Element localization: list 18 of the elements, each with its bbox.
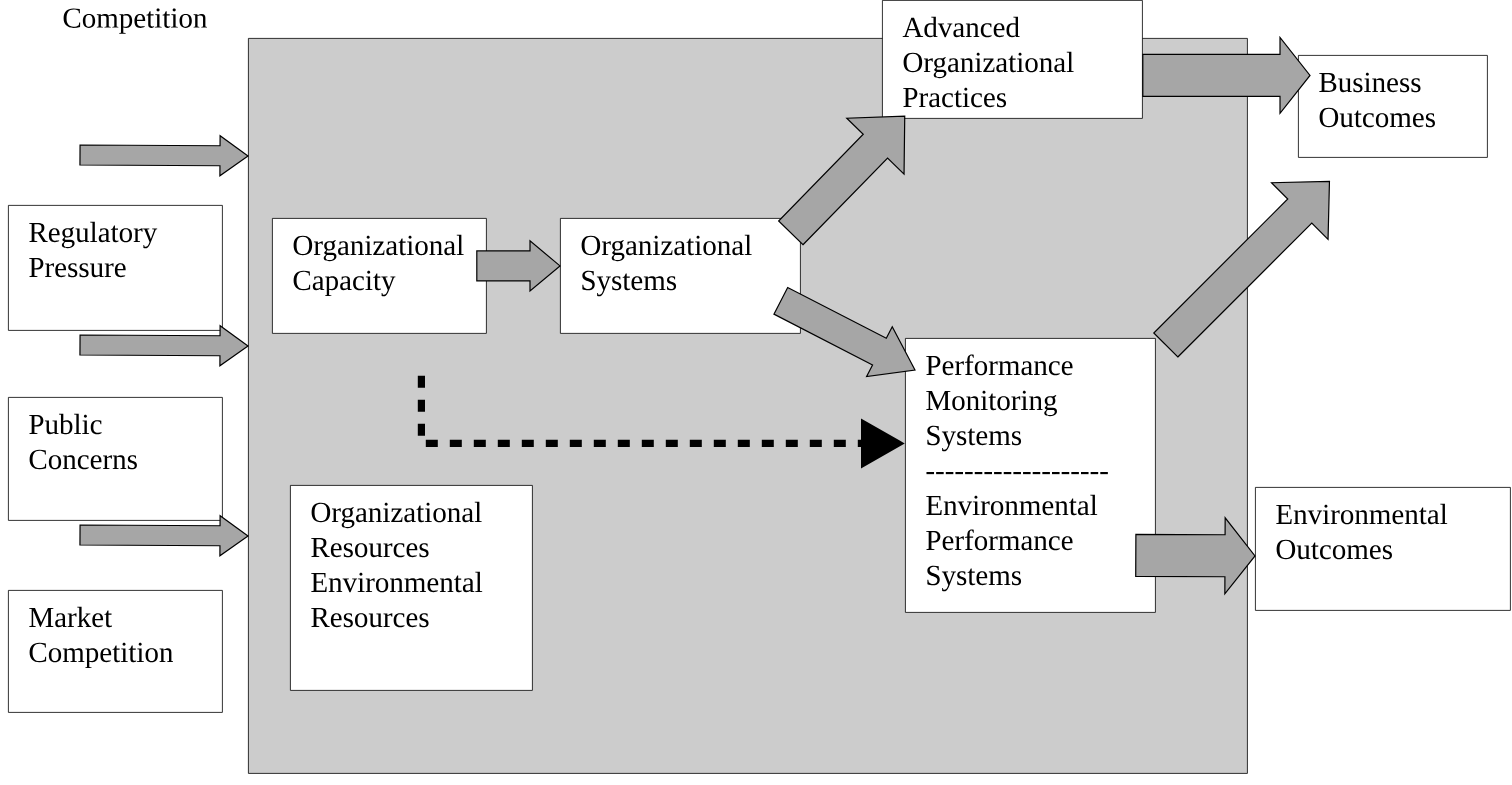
text-box: Organizational Systems bbox=[560, 218, 801, 334]
block-arrow bbox=[773, 286, 916, 378]
text-box: Market Competition bbox=[8, 590, 223, 713]
text-box: Performance Monitoring Systems ------------------- Environmental Performance Systems bbox=[905, 338, 1156, 613]
text-box: Organizational Capacity bbox=[272, 218, 487, 334]
block-arrow bbox=[1142, 35, 1311, 116]
label-text: Competition bbox=[63, 8, 207, 34]
block-arrow bbox=[1135, 516, 1256, 596]
block-arrow bbox=[79, 324, 250, 367]
text-box: Environmental Outcomes bbox=[1255, 487, 1511, 611]
block-arrow bbox=[476, 239, 561, 293]
text-box: Regulatory Pressure bbox=[8, 205, 223, 331]
text-box: Advanced Organizational Practices bbox=[882, 0, 1143, 119]
block-arrow bbox=[79, 134, 250, 177]
text-box: Business Outcomes bbox=[1298, 55, 1488, 158]
text-box: Organizational Resources Environmental Resources bbox=[290, 485, 533, 691]
text-box: Public Concerns bbox=[8, 397, 223, 521]
block-arrow bbox=[79, 514, 250, 557]
